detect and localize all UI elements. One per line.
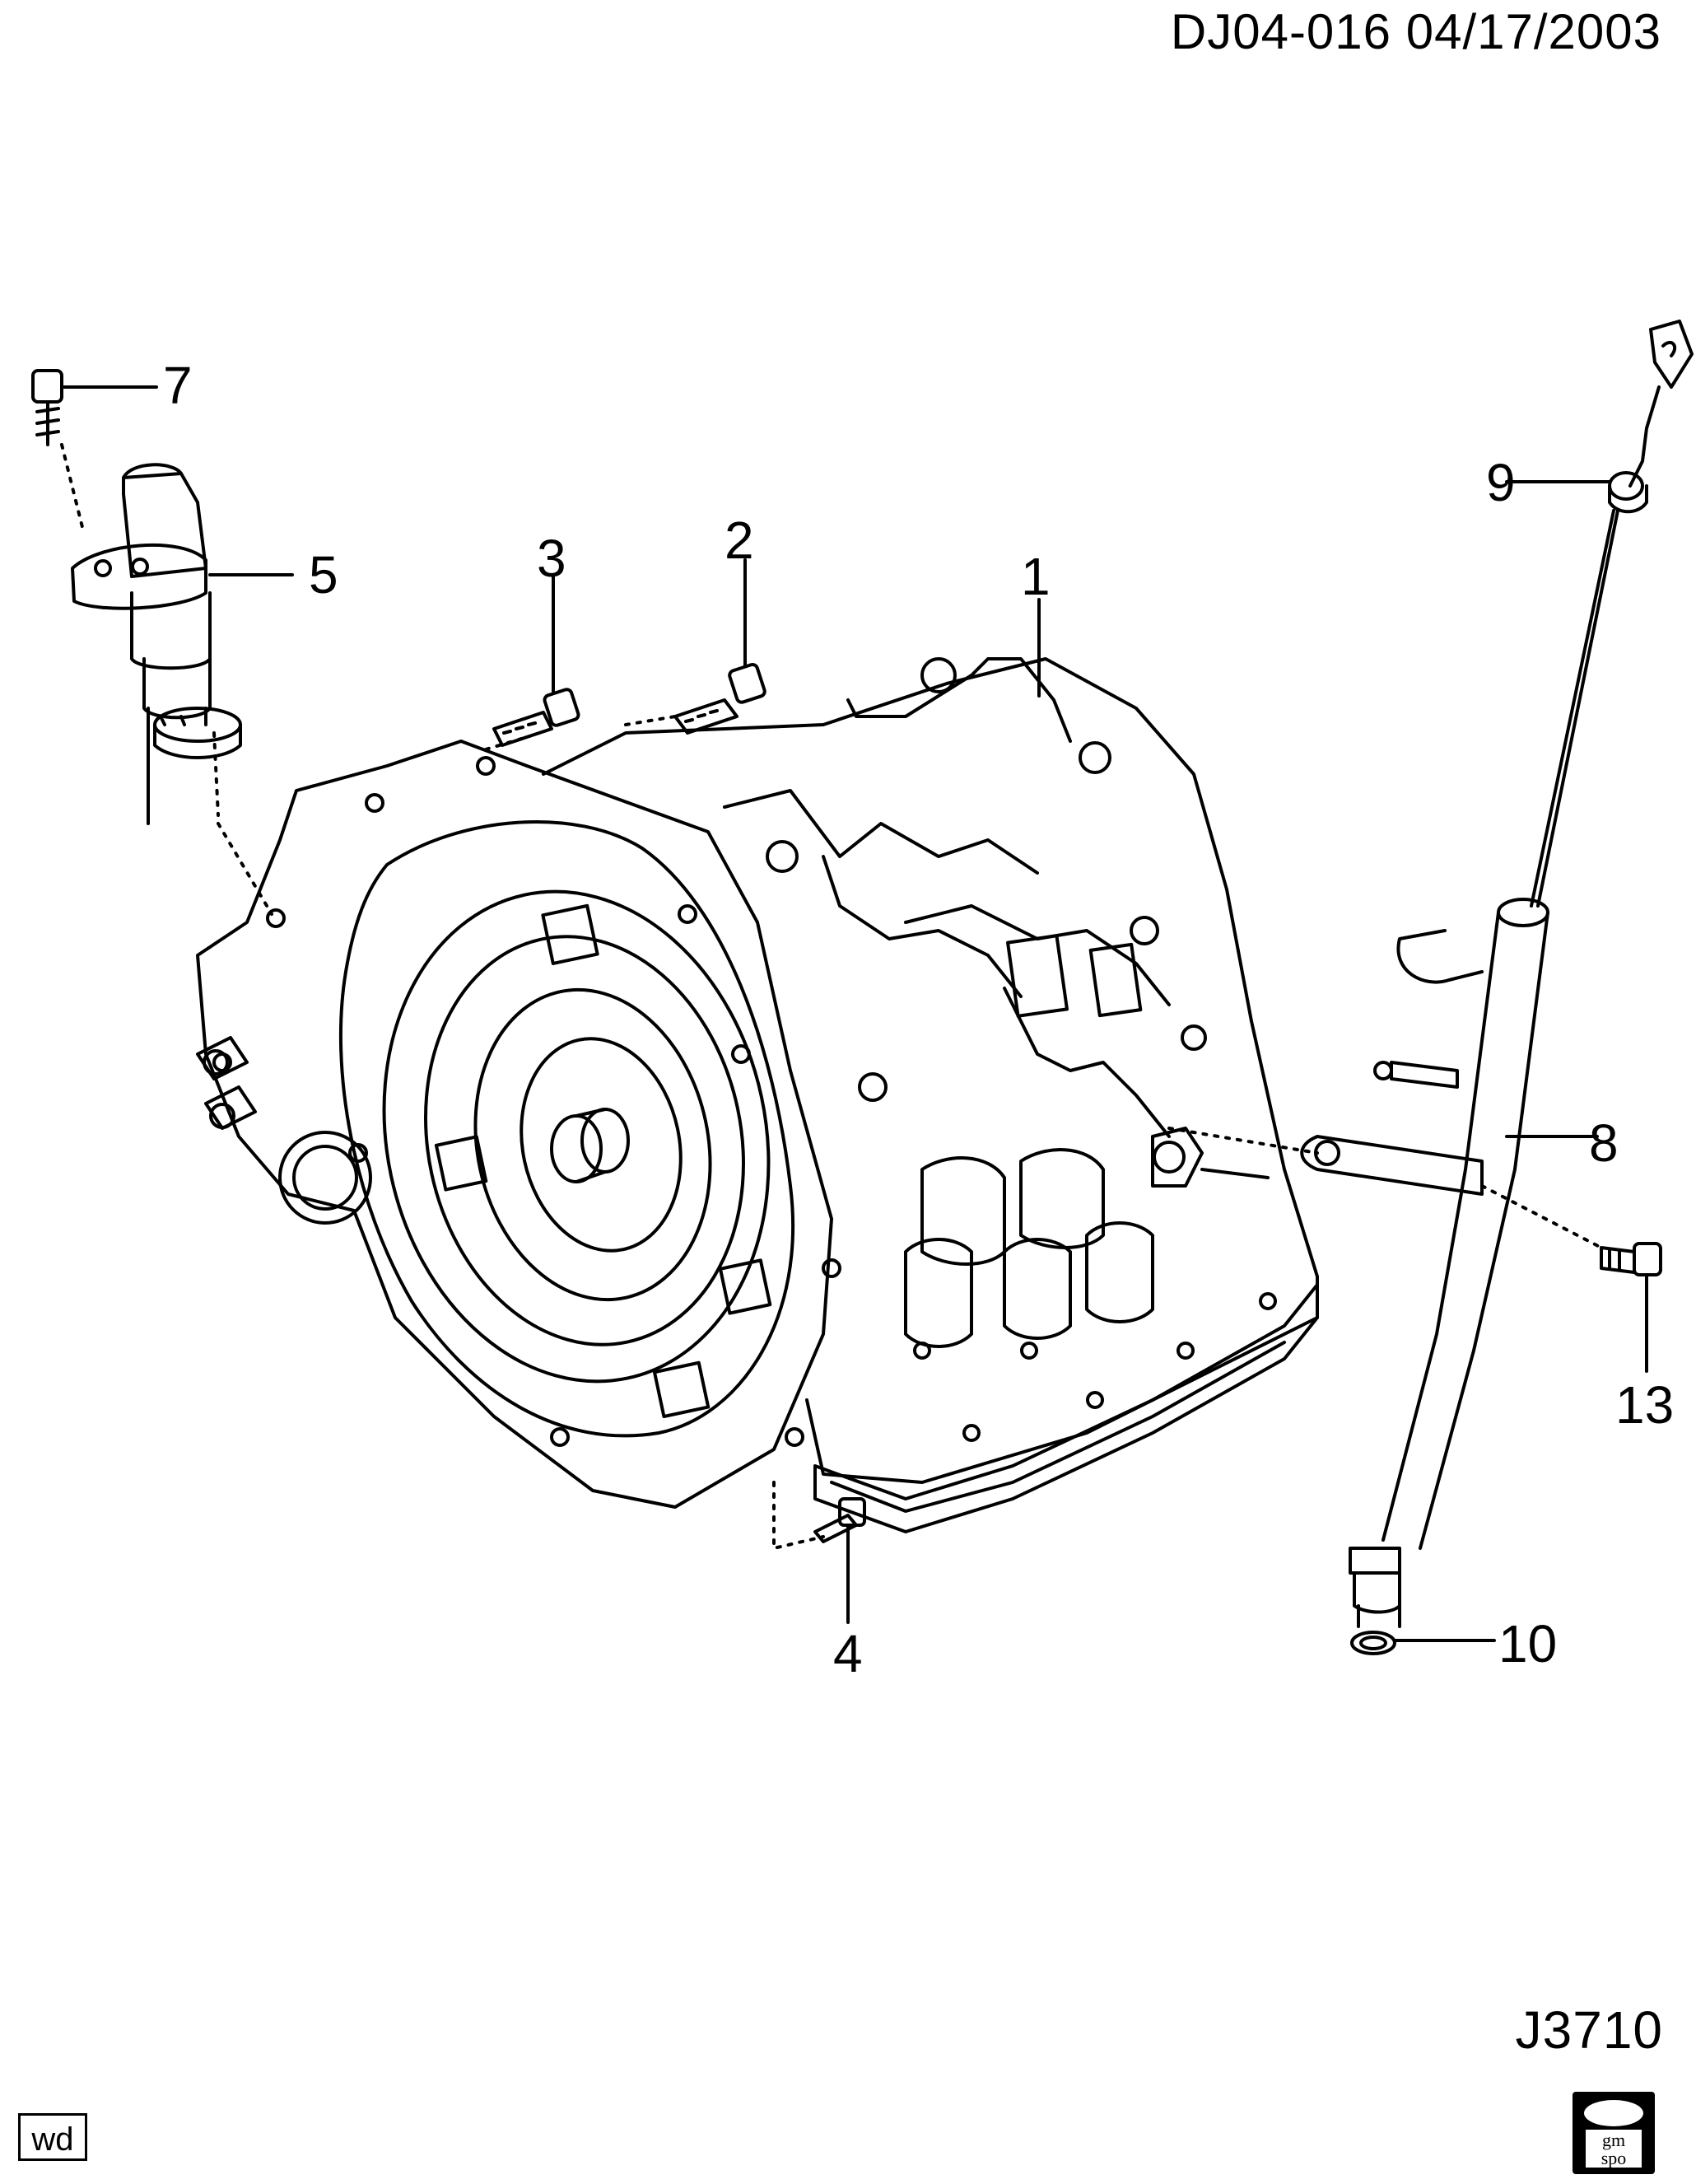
- callout-5: 5: [309, 545, 338, 604]
- callout-2: 2: [725, 511, 754, 570]
- dipstick-9: [1505, 320, 1694, 908]
- figure-code: J3710: [1515, 2000, 1663, 2060]
- callout-1: 1: [1021, 547, 1051, 606]
- callout-3: 3: [537, 529, 566, 588]
- bolt-4: [772, 1481, 866, 1624]
- drawing-id: DJ04-016 04/17/2003: [1170, 4, 1661, 59]
- corner-tag: wd: [18, 2113, 87, 2161]
- logo-text-gm: gm: [1602, 2130, 1625, 2150]
- callout-10: 10: [1498, 1614, 1557, 1673]
- callout-8: 8: [1589, 1113, 1619, 1173]
- transaxle-illustration: [196, 598, 1319, 1533]
- callout-13: 13: [1615, 1375, 1674, 1435]
- bolt-7: [31, 369, 158, 529]
- gmspo-logo: gm spo: [1573, 2092, 1655, 2174]
- logo-text-spo: spo: [1601, 2148, 1627, 2168]
- callout-7: 7: [163, 356, 193, 415]
- bolt-2: [673, 558, 766, 735]
- bolt-3: [492, 575, 580, 747]
- speed-sensor-5: [71, 463, 294, 916]
- callout-4: 4: [833, 1624, 863, 1683]
- o-ring-10: [1350, 1631, 1496, 1655]
- callout-numbers: 1 2 3 4 5 7 8 9 10 13: [163, 356, 1674, 1683]
- callout-9: 9: [1486, 453, 1516, 512]
- fill-tube-8: [1167, 898, 1603, 1628]
- bolt-13: [1600, 1242, 1662, 1373]
